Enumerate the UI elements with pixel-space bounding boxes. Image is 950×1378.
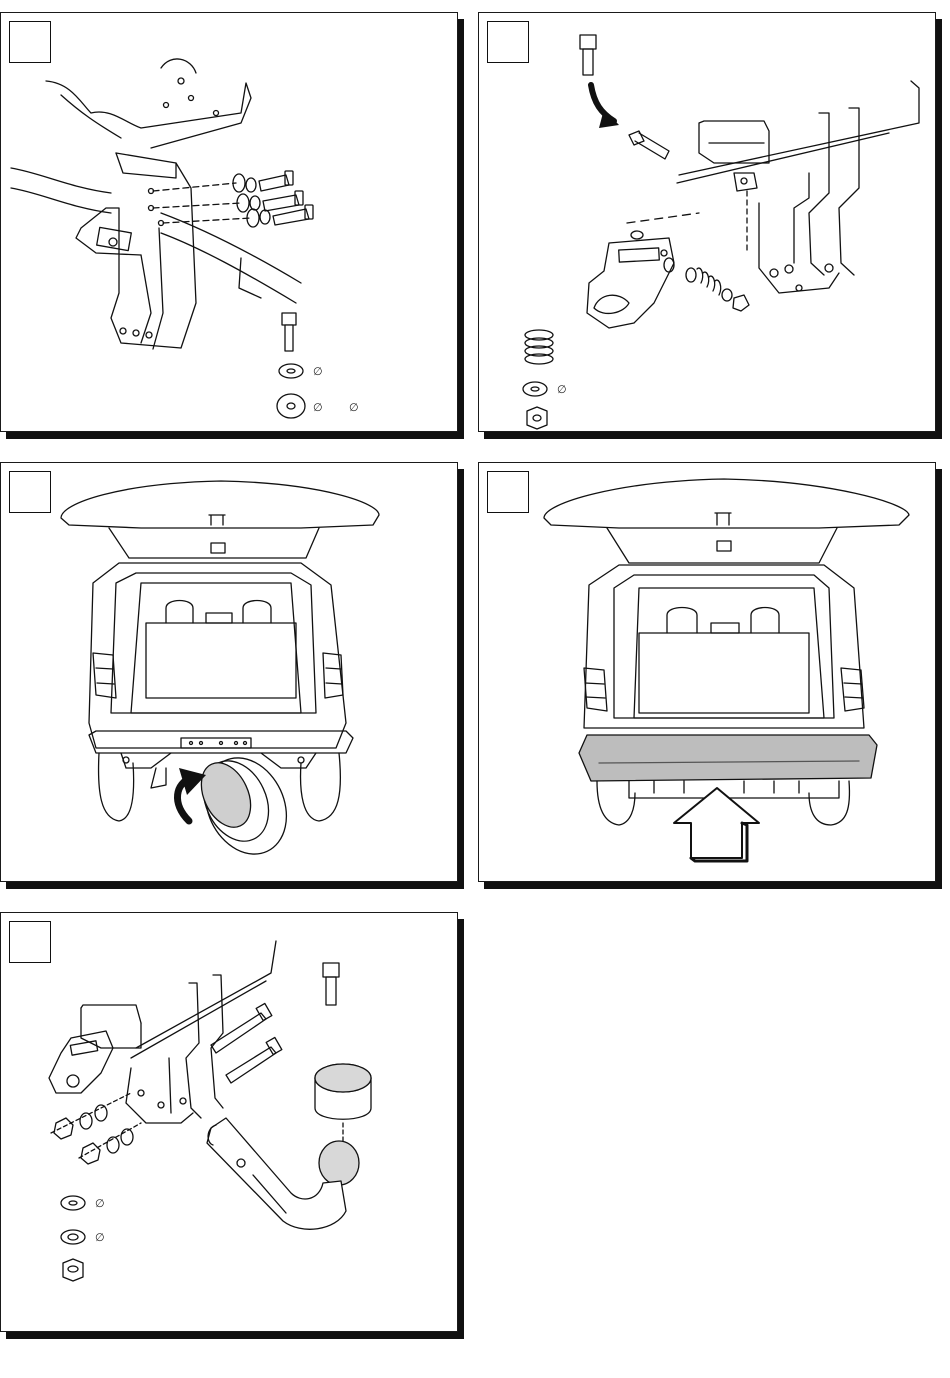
rear-bumper — [579, 735, 877, 781]
spring-icon — [525, 330, 553, 364]
diameter-symbol: ∅ — [313, 365, 323, 378]
diameter-symbol: ∅ — [95, 1231, 105, 1244]
washer-icon — [523, 382, 547, 396]
washer-icon — [279, 364, 303, 378]
spare-wheel — [190, 745, 301, 868]
large-washer-icon — [277, 394, 305, 418]
diameter-symbol: ∅ — [95, 1197, 105, 1210]
nut-icon — [63, 1259, 83, 1281]
instruction-panel-4 — [478, 462, 936, 882]
washer-icon — [61, 1196, 85, 1210]
nut-icon — [527, 407, 547, 429]
spring-washer-icon — [61, 1230, 85, 1244]
ball-cover — [315, 1064, 371, 1119]
bolt-icon — [282, 313, 296, 351]
diameter-symbol: ∅ — [349, 401, 359, 414]
instruction-panel-2: ∅ — [478, 12, 936, 432]
vehicle-rear-bumper-illustration — [479, 463, 937, 883]
vehicle-rear-open-illustration — [1, 463, 459, 883]
instruction-panel-3 — [0, 462, 458, 882]
bracket-illustration: ∅ ∅ ∅ — [1, 13, 459, 433]
diameter-symbol: ∅ — [313, 401, 323, 414]
towball — [207, 1118, 359, 1229]
instruction-panel-1: ∅ ∅ ∅ — [0, 12, 458, 432]
instruction-panel-5: ∅ ∅ — [0, 912, 458, 1332]
diameter-symbol: ∅ — [557, 383, 567, 396]
towbar-assembly-illustration: ∅ ∅ — [1, 913, 459, 1333]
crossbar-illustration: ∅ — [479, 13, 937, 433]
